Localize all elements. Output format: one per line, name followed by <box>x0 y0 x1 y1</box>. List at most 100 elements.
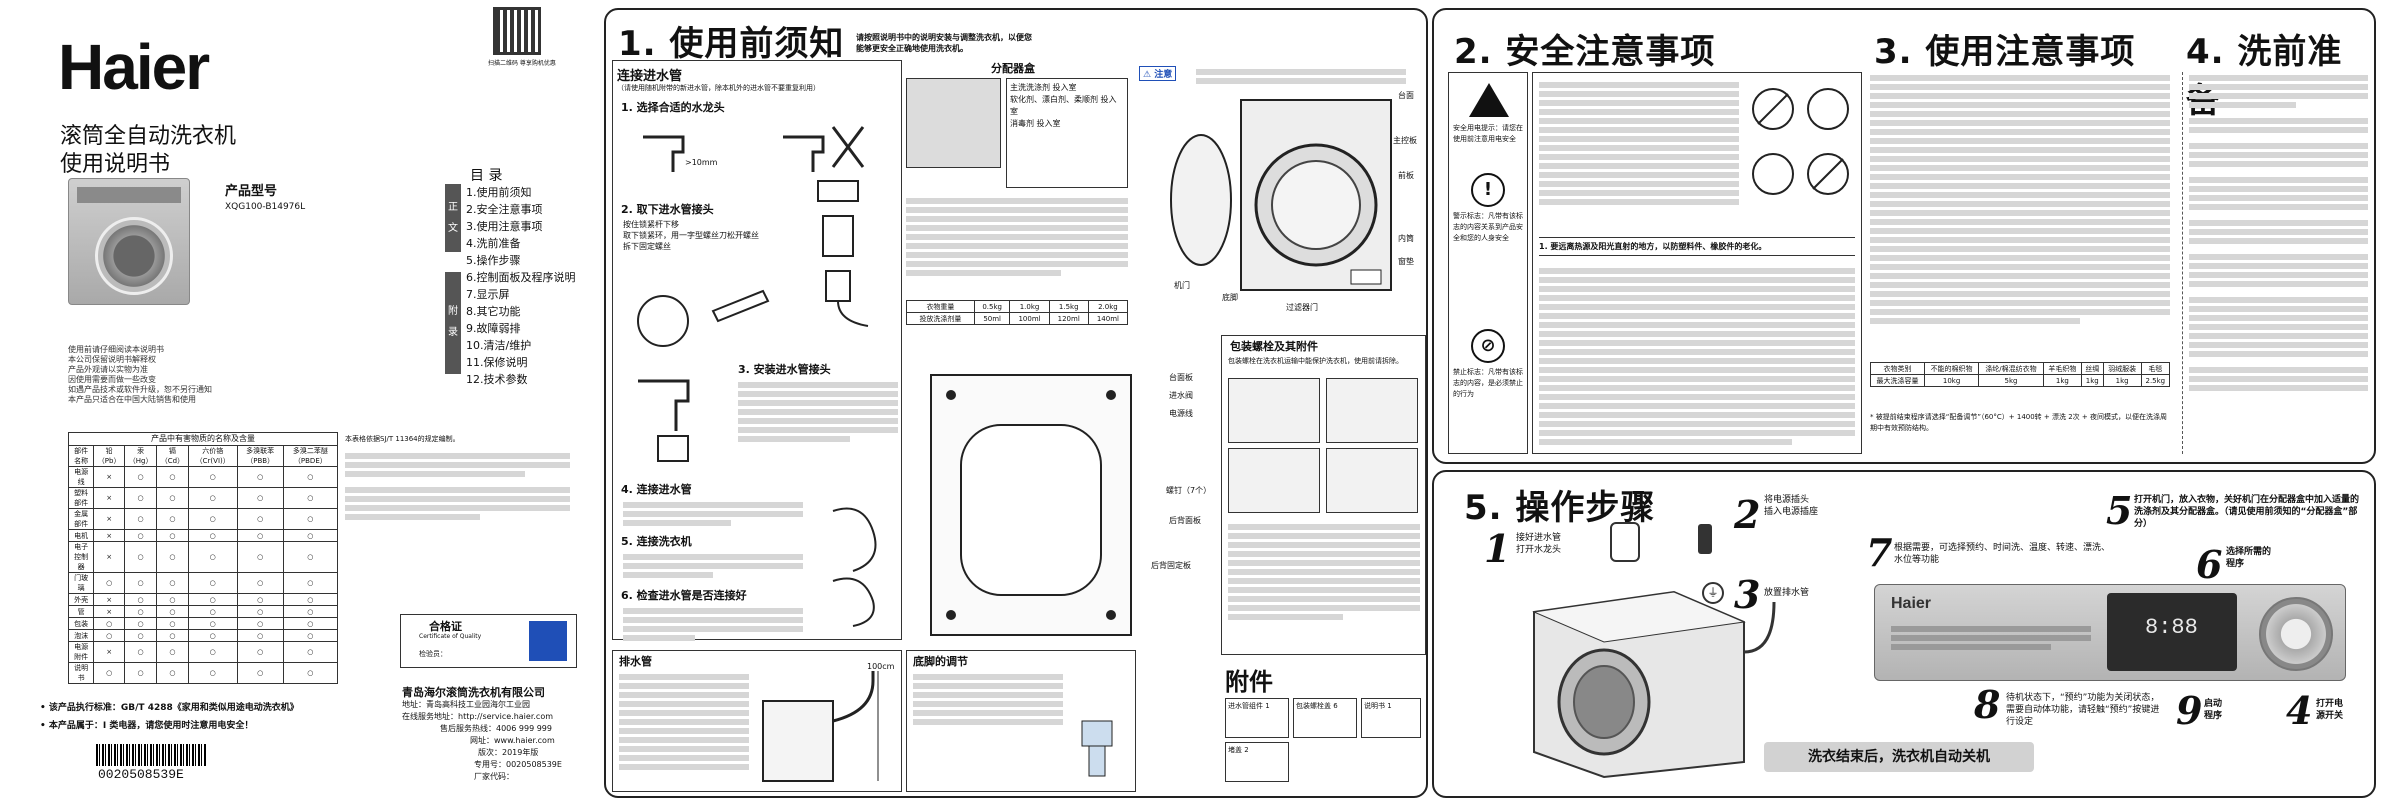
barcode <box>96 744 206 766</box>
toc-side-main: 正 文 <box>445 184 461 252</box>
note-line: 使用前请仔细阅读本说明书 <box>68 345 164 354</box>
feet-title: 底脚的调节 <box>913 655 968 668</box>
toc-list: 1.使用前须知 2.安全注意事项 3.使用注意事项 4.洗前准备 5.操作步骤 … <box>466 184 581 388</box>
capacity-header: 羊毛织物 <box>2042 362 2082 375</box>
dosage-header: 1.0kg <box>1009 300 1050 313</box>
step-5-number: 5 <box>2106 488 2133 533</box>
inlet-column: 连接进水管 （请使用随机附带的新进水管，除本机外的进水管不要重复利用） 1. 选… <box>612 60 902 641</box>
section-2-title: 2. 安全注意事项 <box>1454 24 1715 73</box>
bolts-img-1 <box>1228 378 1320 443</box>
hazard-header-cell: 铅（Pb） <box>93 445 126 467</box>
prep-content <box>2182 72 2368 454</box>
section-5-panel: 5. 操作步骤 1 接好进水管 打开水龙头 2 将电源插头 插入电源插座 3 放… <box>1432 470 2376 798</box>
step-2-number: 2 <box>1734 492 1761 537</box>
hazard-row-name: 门玻璃 <box>67 572 95 594</box>
hazard-table: 产品中有害物质的名称及含量 部件名称 铅（Pb） 汞（Hg） 镉（Cd） 六价铬… <box>67 432 339 684</box>
drain-section: 排水管 100cm <box>612 650 902 792</box>
program-knob[interactable] <box>2259 597 2333 671</box>
factory-code: 厂家代码： <box>474 772 514 781</box>
toc-item[interactable]: 8.其它功能 <box>466 305 521 318</box>
toc-item[interactable]: 4.洗前准备 <box>466 237 521 250</box>
section-heading: 使用注意事项 <box>1925 32 2136 72</box>
toc-item[interactable]: 1.使用前须知 <box>466 186 532 199</box>
dosage-table: 衣物重量 0.5kg 1.0kg 1.5kg 2.0kg 投放洗涤剂量 50ml… <box>906 300 1129 325</box>
step-2-text: 将电源插头 插入电源插座 <box>1764 495 1819 517</box>
detergent-item: 主洗洗涤剂 投入室 <box>1010 83 1077 92</box>
step-1-text: 接好进水管 打开水龙头 <box>1516 533 1562 555</box>
usage-note: * 被提前结束程序请选择“配备调节”（60°C）+ 1400转 + 漂洗 2次 … <box>1870 413 2167 432</box>
control-panel: Haier 8:88 <box>1874 584 2346 681</box>
version: 版次：2019年版 <box>478 748 539 757</box>
step-8-text: 待机状态下，“预约”功能为关闭状态，需要自动体功能，请轻触“预约”按键进行设定 <box>2006 693 2160 727</box>
cover-notes: 使用前请仔细阅读本说明书 本公司保留说明书解释权 产品外观请以实物为准 因使用需… <box>68 345 238 405</box>
safety-sidebar: 安全用电提示：请您在使用前注意用电安全 ! 警示标志：凡带有该标志的内容关系到产… <box>1448 72 1528 454</box>
cert-stamp <box>529 621 567 661</box>
back-label: 螺钉（7个） <box>1166 486 1212 495</box>
toc-item[interactable]: 6.控制面板及程序说明 <box>466 271 576 284</box>
section-number: 2. <box>1454 32 1493 72</box>
faucet-icon <box>1610 522 1640 562</box>
bolts-note: 包装螺栓在洗衣机运输中能保护洗衣机，使用前请拆除。 <box>1228 357 1403 365</box>
inlet-step2: 2. 取下进水管接头 <box>621 203 714 216</box>
note-line: 产品外观请以实物为准 <box>68 365 148 374</box>
sections-2-4-panel: 2. 安全注意事项 3. 使用注意事项 4. 洗前准备 安全用电提示：请您在使用… <box>1432 8 2376 464</box>
hand-illustration <box>832 507 877 627</box>
usage-text <box>1870 72 2170 327</box>
step-5-text: 打开机门，放入衣物，关好机门在分配器盒中加入适量的洗涤剂及其分配器盒。（请见使用… <box>2134 495 2360 529</box>
faucet-illustration <box>643 126 865 172</box>
ground-icon: ⏚ <box>1702 582 1724 604</box>
part-label: 机门 <box>1174 281 1190 290</box>
back-label: 后背面板 <box>1169 516 1201 525</box>
attention-text-block <box>1196 66 1406 87</box>
toc-side-text: 文 <box>448 223 458 234</box>
acc-item: 堵盖 2 <box>1225 742 1289 782</box>
exec-std: • 该产品执行标准：GB/T 4288《家用和类似用途电动洗衣机》 <box>40 703 299 713</box>
dosage-header: 0.5kg <box>973 300 1011 313</box>
bolts-img-4 <box>1326 448 1418 513</box>
capacity-cell: 10kg <box>1924 374 1980 387</box>
bolts-img-3 <box>1228 448 1320 513</box>
part-label: 主控板 <box>1393 136 1417 145</box>
step6-text <box>623 605 803 644</box>
std-placeholder <box>345 450 570 523</box>
side-note: 安全用电提示：请您在使用前注意用电安全 <box>1453 124 1523 143</box>
connector-illustration <box>817 180 869 327</box>
capacity-cell: 1kg <box>2042 374 2082 387</box>
part-label: 内筒 <box>1398 234 1414 243</box>
inlet-step3: 3. 安装进水管接头 <box>738 363 831 376</box>
dosage-cell: 50ml <box>973 312 1011 325</box>
toc-item[interactable]: 2.安全注意事项 <box>466 203 543 216</box>
step-9-text: 启动 程序 <box>2204 699 2223 721</box>
toc-item[interactable]: 3.使用注意事项 <box>466 220 543 233</box>
toc-item[interactable]: 10.清洁/维护 <box>466 339 532 352</box>
toc-item[interactable]: 9.故障弱排 <box>466 322 521 335</box>
capacity-header: 羽绒服装 <box>2102 362 2142 375</box>
hazard-row-name: 包装 <box>67 617 95 630</box>
washer-back-diagram <box>930 374 1132 636</box>
finish-banner: 洗衣结束后，洗衣机自动关机 <box>1764 742 2034 772</box>
toc-item[interactable]: 11.保修说明 <box>466 356 528 369</box>
detergent-section: 分配器盒 主洗洗涤剂 投入室 软化剂、漂白剂、柔顺剂 投入室 消毒剂 投入室 衣… <box>906 60 1131 335</box>
hazard-row-name: 电机 <box>67 529 95 542</box>
safety-important: 1. 要远离热源及阳光直射的地方，以防塑料件、橡胶件的老化。 <box>1539 237 1855 256</box>
detergent-item: 软化剂、漂白剂、柔顺剂 投入室 <box>1010 95 1117 116</box>
toc-item[interactable]: 12.技术参数 <box>466 373 528 386</box>
feet-text <box>913 671 1063 728</box>
toc-item[interactable]: 5.操作步骤 <box>466 254 521 267</box>
attention-text: 注意 <box>1154 70 1173 80</box>
acc-item: 包装螺栓盖 6 <box>1293 698 1357 738</box>
capacity-cell: 5kg <box>1978 374 2044 387</box>
step-3-number: 3 <box>1734 572 1761 617</box>
toc-side-text: 附 <box>448 306 458 317</box>
cover-panel: Haier 扫描二维码 尊享购机优惠 滚筒全自动洗衣机 使用说明书 产品型号 X… <box>0 0 585 808</box>
display-readout: 8:88 <box>2145 615 2198 640</box>
toc-item[interactable]: 7.显示屏 <box>466 288 510 301</box>
safety-text-2 <box>1539 265 1855 448</box>
web: 网址：www.haier.com <box>470 736 555 745</box>
hazard-row-name: 管 <box>67 605 95 618</box>
section-1-note: 请按照说明书中的说明安装与调整洗衣机，以便您能够更安全正确地使用洗衣机。 <box>856 33 1032 53</box>
hazard-header-cell: 汞（Hg） <box>124 445 158 467</box>
capacity-header: 丝绸 <box>2080 362 2104 375</box>
hazard-row-name: 外壳 <box>67 593 95 606</box>
std-text: 本表格依据SJ/T 11364的规定编制。 <box>345 435 460 443</box>
